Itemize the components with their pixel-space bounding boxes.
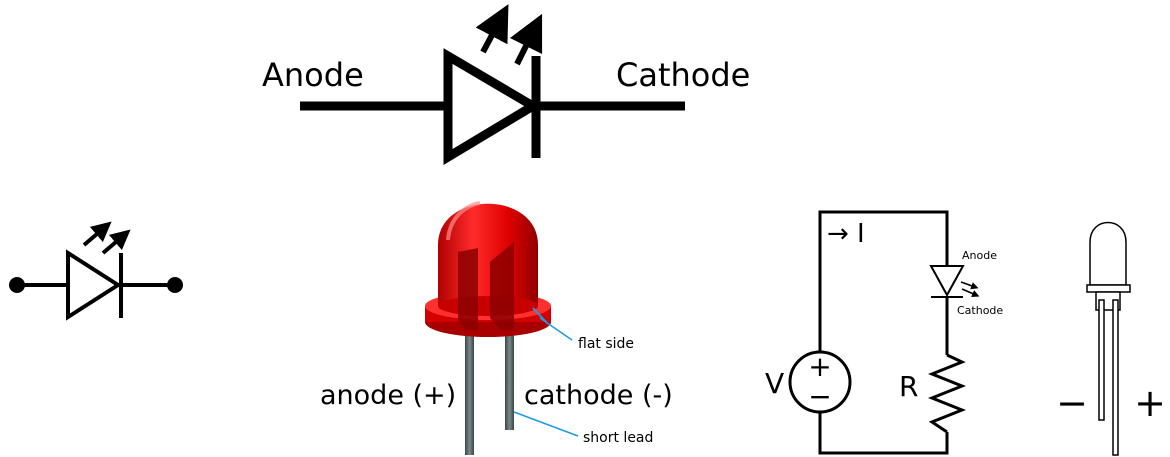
light-arrow-icon [101,229,131,255]
resistor-label: R [899,370,918,403]
led-internal-post [458,248,478,330]
outline-plus-label: + [1134,381,1166,425]
led-circuit: → I Anode Cathode + − V R [765,210,1003,455]
led-dome-base [438,296,538,316]
outline-led-flange [1086,284,1131,293]
small-led-symbol [9,221,183,321]
light-arrow-icon [82,221,112,247]
short-lead-label: short lead [583,430,653,446]
large-led-symbol: Anode Cathode [262,4,750,165]
flat-side-label: flat side [578,336,634,352]
photo-cathode-label: cathode (-) [524,380,673,411]
anode-terminal-dot [9,277,25,293]
cathode-label: Cathode [616,56,750,94]
voltage-plus-sign: + [808,350,831,383]
diode-triangle [443,48,542,165]
circuit-wire-top [818,210,949,352]
circuit-diode-triangle [929,265,965,298]
cathode-lead [505,330,514,430]
red-led-illustration: flat side short lead anode (+) cathode (… [320,201,673,455]
light-arrow-icon [961,288,980,297]
outline-led: − + [1056,221,1166,456]
diode-triangle [66,249,122,321]
light-arrow-icon [509,13,543,66]
short-lead-callout-line [513,411,579,437]
led-highlight [446,201,481,241]
circuit-wire-bottom [818,412,949,455]
flat-side-callout-line [539,317,573,341]
anode-label: Anode [262,56,364,94]
voltage-source [788,350,852,414]
light-arrow-icon [475,4,509,54]
circuit-anode-label: Anode [962,249,997,262]
voltage-label: V [765,367,784,400]
outline-minus-label: − [1056,381,1088,425]
outline-led-dome [1089,221,1127,286]
photo-anode-label: anode (+) [320,380,456,411]
outline-led-long-lead [1112,299,1119,456]
led-internal-anvil [490,242,514,330]
circuit-cathode-label: Cathode [957,304,1003,317]
voltage-minus-sign: − [808,380,831,413]
current-label: → I [827,219,865,249]
resistor [927,353,967,434]
light-arrow-icon [960,281,979,290]
cathode-terminal-dot [167,277,183,293]
outline-led-short-lead [1098,299,1105,421]
anode-lead [465,330,474,455]
